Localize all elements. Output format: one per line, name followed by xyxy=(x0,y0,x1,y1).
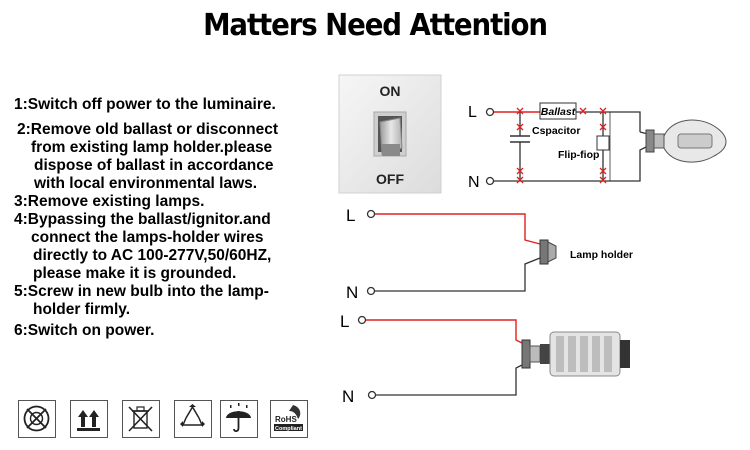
ballast-label: Ballast xyxy=(541,106,576,118)
no-trash-bin-icon xyxy=(122,400,160,438)
switch-on-label: ON xyxy=(380,83,401,99)
d3-line-label: L xyxy=(340,312,349,331)
this-way-up-icon xyxy=(70,400,108,438)
new-bulb-wiring-diagram: L N xyxy=(340,312,630,406)
d2-neutral-label: N xyxy=(346,283,358,302)
bypass-wiring-diagram: L N Lamp holder xyxy=(346,206,633,302)
ballast-box xyxy=(539,102,577,120)
step-4: 4:Bypassing the ballast/ignitor.and conn… xyxy=(14,211,272,282)
d3-neutral-label: N xyxy=(342,387,354,406)
step-6: 6:Switch on power. xyxy=(14,322,155,339)
d1-line-label: L xyxy=(468,104,477,121)
step-1: 1:Switch off power to the luminaire. xyxy=(14,96,276,113)
rohs-compliant-label: Compliant xyxy=(275,426,302,432)
step-3: 3:Remove existing lamps. xyxy=(14,193,205,210)
rohs-icon: RoHS Compliant xyxy=(270,400,308,438)
d2-line-label: L xyxy=(346,206,355,225)
switch-off-label: OFF xyxy=(376,171,404,187)
lamp-holder-label: Lamp holder xyxy=(570,249,633,261)
keep-dry-umbrella-icon xyxy=(220,400,258,438)
no-dimmer-icon xyxy=(18,400,56,438)
flipflop-box xyxy=(596,135,610,151)
light-switch-image: ON OFF xyxy=(338,74,442,194)
corn-led-bulb-icon xyxy=(521,331,630,377)
rohs-label: RoHS xyxy=(275,415,297,424)
ballast-circuit-diagram: L N Ballast Cspacitor Flip-fiop xyxy=(468,102,727,191)
d1-neutral-label: N xyxy=(468,174,480,191)
step-2: 2:Remove old ballast or disconnect from … xyxy=(17,121,278,192)
capacitor-label: Cspacitor xyxy=(532,125,580,137)
lamp-holder-icon xyxy=(539,239,557,265)
recycle-icon xyxy=(174,400,212,438)
page-title: Matters Need Attention xyxy=(203,8,548,43)
cut-marks xyxy=(516,107,607,184)
instruction-steps: 1:Switch off power to the luminaire. 2:R… xyxy=(14,96,314,340)
step-5: 5:Screw in new bulb into the lamp- holde… xyxy=(14,283,269,318)
flipflop-label: Flip-fiop xyxy=(558,149,599,161)
